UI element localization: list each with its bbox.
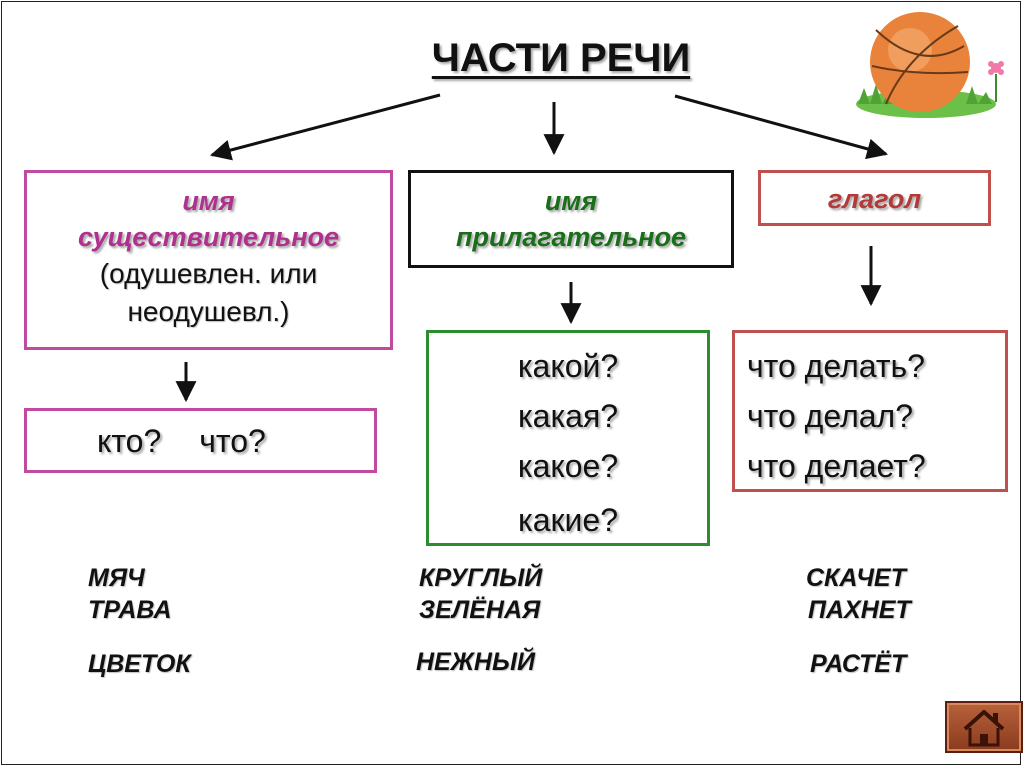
home-icon [963, 710, 1005, 747]
example-verb: ПАХНЕТ [808, 596, 911, 624]
example-verb: РАСТЁТ [810, 650, 907, 678]
example-adjective: ЗЕЛЁНАЯ [419, 596, 541, 624]
adjective-question: какой? [517, 348, 619, 384]
basketball-image [856, 12, 1004, 118]
example-noun: ЦВЕТОК [88, 650, 191, 678]
example-noun: МЯЧ [88, 564, 145, 592]
adjective-name-line2: прилагательное [455, 222, 686, 252]
adjective-box: имя прилагательное [408, 170, 734, 268]
page-title: ЧАСТИ РЕЧИ [431, 36, 691, 80]
verb-question: что делает? [747, 448, 926, 484]
verb-question: что делать? [747, 348, 925, 384]
noun-question-box: кто? что? [24, 408, 377, 473]
noun-note-line1: (одушевлен. или [99, 258, 318, 289]
noun-note-line2: неодушевл.) [127, 296, 290, 327]
adjective-question-box: какой? какая? какое? какие? [426, 330, 710, 546]
noun-box: имя существительное (одушевлен. или неод… [24, 170, 393, 350]
noun-question: кто? [97, 423, 162, 459]
noun-question: что? [199, 423, 266, 459]
adjective-question: какое? [517, 448, 619, 484]
home-button[interactable] [945, 701, 1023, 753]
verb-name: глагол [827, 184, 922, 214]
verb-question: что делал? [747, 398, 913, 434]
example-adjective: КРУГЛЫЙ [419, 564, 543, 592]
adjective-question: какая? [517, 398, 619, 434]
noun-name-line2: существительное [77, 222, 340, 252]
adjective-name-line1: имя [544, 186, 598, 216]
verb-question-box: что делать? что делал? что делает? [732, 330, 1008, 492]
example-verb: СКАЧЕТ [806, 564, 906, 592]
example-noun: ТРАВА [88, 596, 172, 624]
example-adjective: НЕЖНЫЙ [416, 648, 535, 676]
verb-box: глагол [758, 170, 991, 226]
noun-name-line1: имя [182, 186, 235, 216]
adjective-question: какие? [518, 502, 618, 538]
